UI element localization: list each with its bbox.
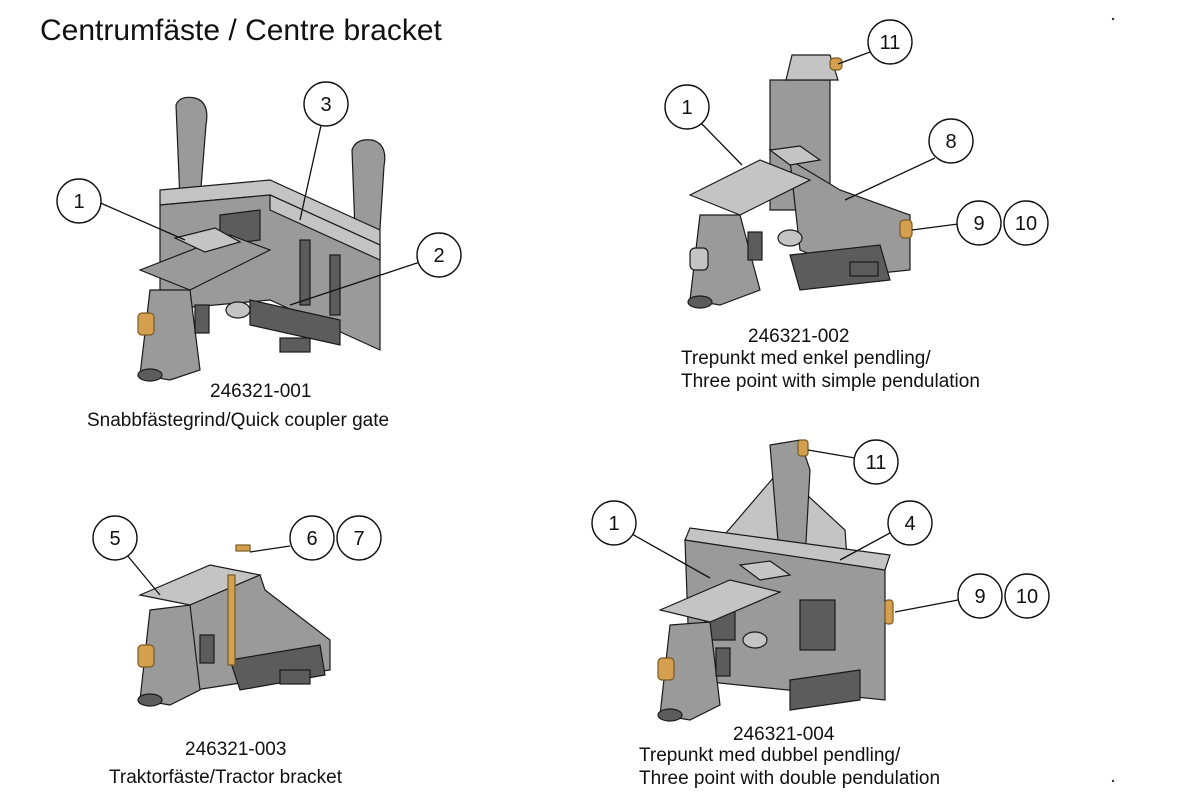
callout-6 xyxy=(289,515,335,561)
callout-9 xyxy=(957,573,1003,619)
callout-10 xyxy=(1003,200,1049,246)
callout-1-label: 1 xyxy=(681,97,692,119)
callout-9 xyxy=(956,200,1002,246)
callout-2-label: 2 xyxy=(433,245,444,267)
page-title: Centrumfäste / Centre bracket xyxy=(40,14,442,47)
part-number-003: 246321-003 xyxy=(185,739,287,760)
callout-1-label: 1 xyxy=(73,191,84,213)
callout-3-label: 3 xyxy=(320,94,331,116)
callout-7 xyxy=(336,515,382,561)
caption-004-line-2: Three point with double pendulation xyxy=(639,768,941,789)
callout-5 xyxy=(92,515,138,561)
assembly-three-point-double: 1 4 9 10 11 xyxy=(591,439,1050,722)
callout-11 xyxy=(867,19,913,65)
caption-004-line-1: Trepunkt med dubbel pendling/ xyxy=(639,745,901,766)
callout-1 xyxy=(664,84,710,130)
caption-001-line-1: Snabbfästegrind/Quick coupler gate xyxy=(87,410,390,431)
callout-10 xyxy=(1004,573,1050,619)
callout-4 xyxy=(887,500,933,546)
stray-mark xyxy=(1111,17,1115,21)
callout-1-label: 1 xyxy=(608,513,619,535)
assembly-quick-coupler-gate: 1 3 2 xyxy=(56,81,462,382)
callout-8-label: 8 xyxy=(945,131,956,153)
callout-11-label: 11 xyxy=(880,32,901,54)
callout-4-label: 4 xyxy=(904,513,915,535)
part-number-001: 246321-001 xyxy=(210,381,312,402)
caption-002-line-2: Three point with simple pendulation xyxy=(681,371,980,392)
callout-1 xyxy=(591,500,637,546)
callout-5-label: 5 xyxy=(109,528,120,550)
callout-7-label: 7 xyxy=(353,528,364,550)
caption-003-line-1: Traktorfäste/Tractor bracket xyxy=(109,767,342,788)
callout-10-label: 10 xyxy=(1016,586,1038,608)
callout-8 xyxy=(928,118,974,164)
caption-002-line-1: Trepunkt med enkel pendling/ xyxy=(681,348,931,369)
assembly-tractor-bracket: 5 6 7 xyxy=(92,515,382,707)
part-number-002: 246321-002 xyxy=(748,326,850,347)
callout-6-label: 6 xyxy=(306,528,317,550)
callout-9-label: 9 xyxy=(973,213,984,235)
callout-9-label: 9 xyxy=(974,586,985,608)
callout-3 xyxy=(303,81,349,127)
callout-11-label: 11 xyxy=(866,452,887,474)
part-number-004: 246321-004 xyxy=(733,724,835,745)
stray-mark xyxy=(1111,779,1115,783)
assembly-three-point-simple: 1 8 9 10 11 xyxy=(664,19,1049,309)
callout-2 xyxy=(416,232,462,278)
callout-10-label: 10 xyxy=(1015,213,1037,235)
callout-1 xyxy=(56,178,102,224)
callout-11 xyxy=(853,439,899,485)
